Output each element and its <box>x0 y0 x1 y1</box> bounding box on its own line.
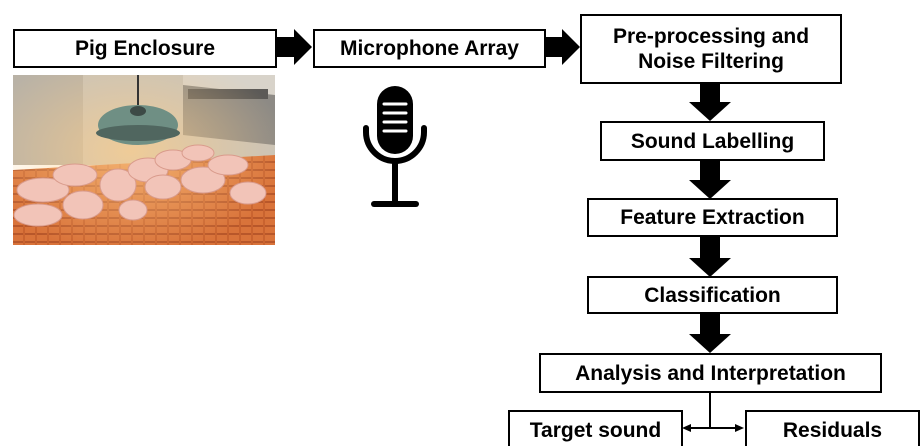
residuals-box: Residuals <box>745 410 920 446</box>
microphone-icon <box>363 86 427 207</box>
preprocessing-line2: Noise Filtering <box>638 50 784 73</box>
pig-enclosure-box: Pig Enclosure <box>13 29 277 68</box>
arrowhead-to-target-sound <box>682 424 691 432</box>
pig-enclosure-photo <box>13 75 275 245</box>
target-sound-box: Target sound <box>508 410 683 446</box>
feature-extraction-box: Feature Extraction <box>587 198 838 237</box>
preprocessing-box: Pre-processing and Noise Filtering <box>580 14 842 84</box>
arrow-preprocessing-to-labelling <box>689 84 731 121</box>
arrow-labelling-to-features <box>689 161 731 199</box>
classification-box: Classification <box>587 276 838 314</box>
arrow-enclosure-to-mic <box>277 29 312 65</box>
preprocessing-line1: Pre-processing and <box>612 25 810 48</box>
arrow-features-to-classification <box>689 237 731 277</box>
analysis-interpretation-box: Analysis and Interpretation <box>539 353 882 393</box>
arrowhead-to-residuals <box>735 424 744 432</box>
microphone-array-box: Microphone Array <box>313 29 546 68</box>
arrow-mic-to-preprocessing <box>545 29 580 65</box>
split-connector <box>690 393 735 429</box>
arrow-classification-to-analysis <box>689 314 731 353</box>
sound-labelling-box: Sound Labelling <box>600 121 825 161</box>
